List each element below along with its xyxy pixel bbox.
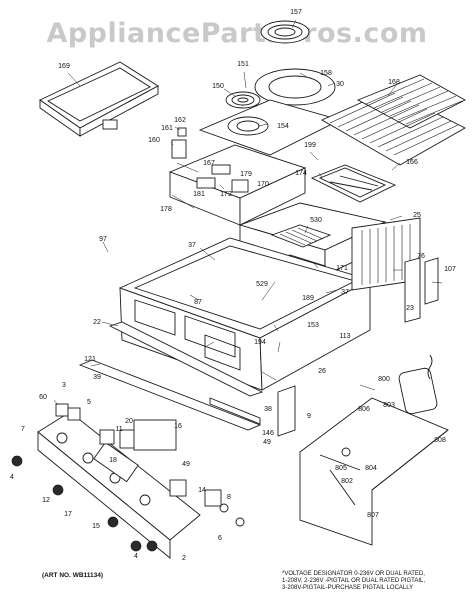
callout-179: 179 <box>240 171 252 178</box>
callouts: 157 30 158 151 150 154 168 169 199 166 1… <box>10 9 456 562</box>
callout-800: 800 <box>378 376 390 383</box>
push-switches <box>55 403 222 507</box>
callout-174: 174 <box>295 170 307 177</box>
grill-grates <box>321 74 466 166</box>
callout-26: 26 <box>318 368 326 375</box>
cooktop-frame <box>118 237 372 391</box>
callout-37b: 37 <box>341 289 349 296</box>
control-knobs <box>11 455 245 552</box>
callout-158: 158 <box>320 70 332 77</box>
callout-11: 11 <box>115 426 122 433</box>
callout-18: 18 <box>109 457 117 464</box>
griddle-part <box>39 61 159 137</box>
callout-12: 12 <box>42 497 50 504</box>
callout-160: 160 <box>148 137 160 144</box>
callout-167: 167 <box>203 160 215 167</box>
callout-171: 171 <box>336 265 348 272</box>
callout-6: 6 <box>218 535 222 542</box>
art-number: (ART NO. WB11134) <box>42 572 103 579</box>
callout-199: 199 <box>304 142 316 149</box>
callout-25: 25 <box>413 212 421 219</box>
callout-805: 805 <box>335 465 347 472</box>
callout-15: 15 <box>92 523 100 530</box>
callout-172: 172 <box>220 191 232 198</box>
control-panel <box>37 411 201 559</box>
callout-168: 168 <box>388 79 400 86</box>
footnote-line-3: 3-208V-PIGTAIL-PURCHASE PIGTAIL LOCALLY <box>282 585 413 591</box>
callout-530: 530 <box>310 217 322 224</box>
callout-8: 8 <box>227 494 231 501</box>
callout-22: 22 <box>93 319 101 326</box>
burner-box <box>168 144 307 226</box>
callout-16: 16 <box>174 423 182 430</box>
callout-529: 529 <box>256 281 268 288</box>
front-trims <box>78 321 264 431</box>
callout-3: 3 <box>62 382 66 389</box>
callout-161: 161 <box>161 125 173 132</box>
callout-181: 181 <box>193 191 205 198</box>
callout-5: 5 <box>87 399 91 406</box>
leader-lines <box>53 19 443 406</box>
callout-14: 14 <box>198 487 206 494</box>
callout-49-ctrl: 49 <box>182 461 190 468</box>
drip-pans <box>198 68 342 156</box>
callout-17: 17 <box>64 511 72 518</box>
infinite-switches <box>171 127 231 175</box>
callout-169: 169 <box>58 63 70 70</box>
callout-4b: 4 <box>134 553 138 560</box>
bottom-panels <box>209 385 296 437</box>
callout-162: 162 <box>174 117 186 124</box>
callout-39: 39 <box>93 374 101 381</box>
callout-38: 38 <box>264 406 272 413</box>
callout-803: 803 <box>383 402 395 409</box>
callout-107: 107 <box>444 266 456 273</box>
callout-9: 9 <box>307 413 311 420</box>
surface-elements <box>225 20 310 109</box>
callout-76: 76 <box>417 253 425 260</box>
callout-23: 23 <box>406 305 414 312</box>
callout-7: 7 <box>21 426 25 433</box>
callout-808: 808 <box>434 437 446 444</box>
callout-2: 2 <box>182 555 186 562</box>
callout-807: 807 <box>367 512 379 519</box>
callout-194: 194 <box>254 339 266 346</box>
callout-20: 20 <box>125 418 133 425</box>
callout-804: 804 <box>365 465 377 472</box>
footnote-line-2: 1-208V, 2-236V -PIGTAIL OR DUAL RATED PI… <box>282 578 425 584</box>
callout-151: 151 <box>237 61 249 68</box>
watermark-text: AppliancePartsPros.com <box>46 18 427 49</box>
wiring-assembly <box>299 354 449 546</box>
callout-170: 170 <box>257 181 269 188</box>
callout-153: 153 <box>307 322 319 329</box>
callout-802: 802 <box>341 478 353 485</box>
side-panels <box>351 217 439 323</box>
callout-49: 49 <box>263 439 271 446</box>
callout-146: 146 <box>262 430 274 437</box>
callout-154: 154 <box>277 123 289 130</box>
callout-113: 113 <box>339 333 350 340</box>
callout-60: 60 <box>39 394 47 401</box>
callout-4a: 4 <box>10 474 14 481</box>
callout-157: 157 <box>290 9 302 16</box>
callout-178: 178 <box>160 206 172 213</box>
callout-806: 806 <box>358 406 370 413</box>
callout-37a: 37 <box>188 242 196 249</box>
callout-30: 30 <box>336 81 344 88</box>
callout-87: 87 <box>194 299 202 306</box>
footnote-line-1: *VOLTAGE DESIGNATOR 0-236V OR DUAL RATED… <box>282 571 425 577</box>
callout-189: 189 <box>302 295 314 302</box>
callout-150: 150 <box>212 83 224 90</box>
callout-166: 166 <box>406 159 418 166</box>
callout-97: 97 <box>99 236 107 243</box>
grill-element <box>310 164 397 203</box>
callout-121: 121 <box>84 356 96 363</box>
